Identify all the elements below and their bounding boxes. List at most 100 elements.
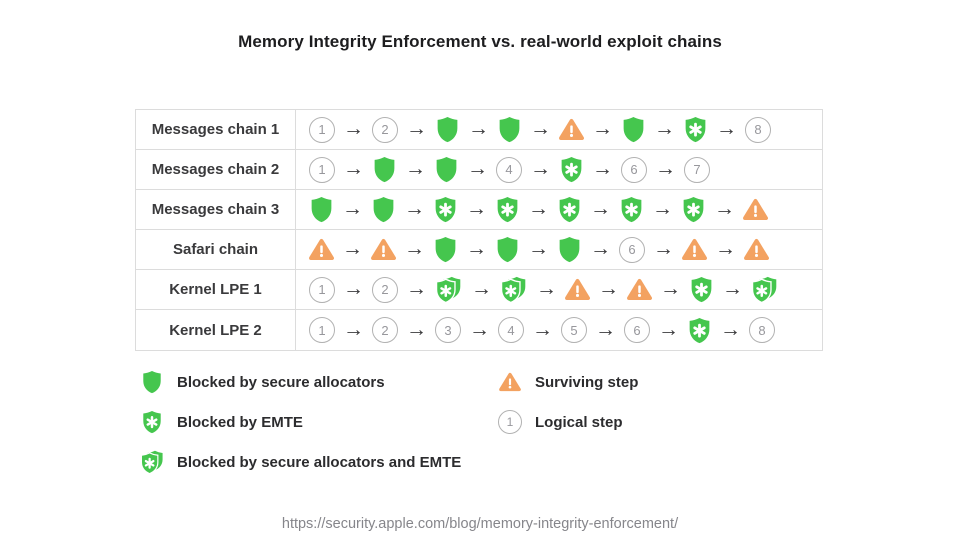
surviving-step-warning-icon — [309, 238, 334, 261]
legend-label: Blocked by secure allocators — [177, 373, 385, 391]
arrow-icon: → — [404, 197, 425, 220]
legend-item: 1 Logical step — [497, 409, 638, 435]
arrow-icon: → — [653, 237, 674, 260]
secure-allocators-shield-icon — [621, 116, 646, 143]
arrow-icon: → — [466, 237, 487, 260]
arrow-icon: → — [343, 317, 364, 341]
legend-item: Blocked by secure allocators — [139, 369, 461, 395]
arrow-icon: → — [530, 117, 551, 140]
arrow-icon: → — [469, 317, 490, 341]
arrow-icon: → — [405, 157, 426, 180]
logical-step-number: 1 — [309, 156, 335, 183]
arrow-icon: → — [467, 157, 488, 180]
arrow-icon: → — [595, 317, 616, 341]
logical-step-circle: 4 — [496, 156, 522, 183]
chain-steps: →→→→→6→→ — [296, 230, 822, 269]
arrow-icon: → — [592, 117, 613, 140]
arrow-icon: → — [342, 237, 363, 260]
secure-allocators-shield-icon — [372, 156, 397, 183]
chain-steps: →→→→→→→ — [296, 190, 822, 229]
arrow-icon: → — [592, 157, 613, 180]
arrow-icon: → — [404, 237, 425, 260]
logical-step-circle: 6 — [624, 317, 650, 343]
legend-label: Surviving step — [535, 373, 639, 391]
logical-step-number: 5 — [561, 317, 587, 343]
emte-shield-icon — [619, 196, 644, 223]
arrow-icon: → — [660, 277, 681, 300]
logical-step-number: 8 — [749, 317, 775, 343]
logical-step-number: 3 — [435, 317, 461, 343]
logical-step-circle: 2 — [372, 276, 398, 303]
legend-item: Surviving step — [497, 369, 638, 395]
arrow-icon: → — [714, 197, 735, 220]
surviving-step-warning-icon — [743, 198, 768, 221]
arrow-icon: → — [715, 237, 736, 260]
arrow-icon: → — [343, 117, 364, 140]
chain-label: Messages chain 2 — [136, 150, 296, 189]
logical-step-circle: 3 — [435, 317, 461, 343]
emte-shield-icon — [139, 410, 165, 434]
surviving-step-warning-icon — [627, 278, 652, 301]
logical-step-number: 4 — [498, 317, 524, 343]
chain-label: Messages chain 3 — [136, 190, 296, 229]
secure-allocators-shield-icon — [495, 236, 520, 263]
surviving-step-warning-icon — [565, 278, 590, 301]
secure-allocators-shield-icon — [557, 236, 582, 263]
surviving-step-warning-icon — [559, 118, 584, 141]
arrow-icon: → — [598, 277, 619, 300]
logical-step-circle: 1 — [497, 410, 523, 434]
arrow-icon: → — [530, 157, 551, 180]
secure-allocators-shield-icon — [435, 116, 460, 143]
arrow-icon: → — [471, 277, 492, 300]
arrow-icon: → — [722, 277, 743, 300]
emte-shield-icon — [681, 196, 706, 223]
logical-step-circle: 5 — [561, 317, 587, 343]
logical-step-number: 4 — [496, 156, 522, 183]
arrow-icon: → — [406, 317, 427, 341]
arrow-icon: → — [590, 197, 611, 220]
logical-step-number: 6 — [624, 317, 650, 343]
logical-step-circle: 8 — [749, 317, 775, 343]
surviving-step-warning-icon — [744, 238, 769, 261]
logical-step-number: 1 — [309, 317, 335, 343]
arrow-icon: → — [658, 317, 679, 341]
chain-label: Safari chain — [136, 230, 296, 269]
logical-step-number: 6 — [619, 236, 645, 263]
logical-step-circle: 1 — [309, 156, 335, 183]
arrow-icon: → — [406, 277, 427, 300]
emte-shield-icon — [433, 196, 458, 223]
arrow-icon: → — [532, 317, 553, 341]
arrow-icon: → — [466, 197, 487, 220]
secure-allocators-shield-icon — [139, 370, 165, 394]
arrow-icon: → — [720, 317, 741, 341]
logical-step-circle: 1 — [309, 116, 335, 143]
emte-shield-icon — [687, 317, 712, 344]
legend-label: Blocked by EMTE — [177, 413, 303, 431]
chain-label: Kernel LPE 1 — [136, 270, 296, 309]
allocators-and-emte-shield-icon — [751, 276, 779, 304]
arrow-icon: → — [343, 157, 364, 180]
emte-shield-icon — [559, 156, 584, 183]
logical-step-circle: 1 — [309, 317, 335, 343]
legend-label: Logical step — [535, 413, 623, 431]
allocators-and-emte-shield-icon — [435, 276, 463, 304]
arrow-icon: → — [590, 237, 611, 260]
secure-allocators-shield-icon — [371, 196, 396, 223]
arrow-icon: → — [716, 117, 737, 140]
surviving-step-warning-icon — [371, 238, 396, 261]
logical-step-number: 7 — [684, 156, 710, 183]
legend-item: Blocked by EMTE — [139, 409, 461, 435]
logical-step-circle: 1 — [309, 276, 335, 303]
secure-allocators-shield-icon — [309, 196, 334, 223]
chain-steps: 1→→→4→→6→7 — [296, 150, 822, 189]
arrow-icon: → — [406, 117, 427, 140]
logical-step-circle: 8 — [745, 116, 771, 143]
emte-shield-icon — [495, 196, 520, 223]
